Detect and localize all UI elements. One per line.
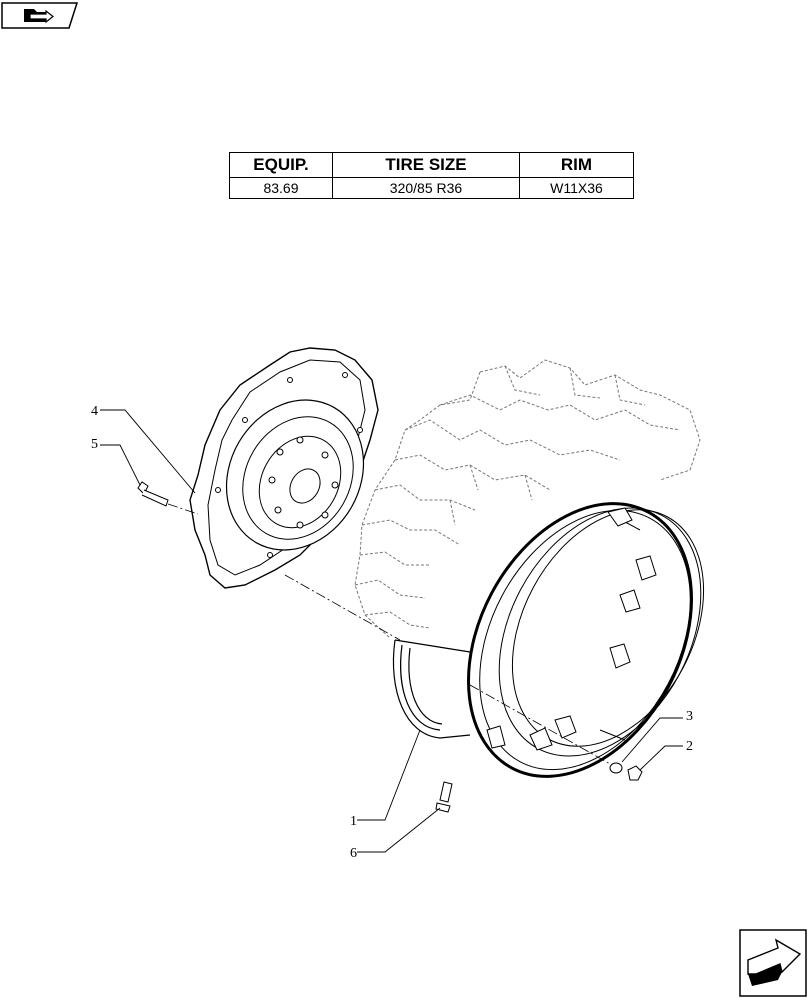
assembly-lines [167,503,613,766]
callout-6: 6 [350,846,357,861]
header-equip: EQUIP. [229,152,333,178]
bolt [137,481,169,507]
valve-stem [435,781,453,813]
callout-1: 1 [350,814,357,829]
rim [467,502,705,778]
folder-arrow-icon [24,9,54,24]
cell-rim: W11X36 [519,177,634,199]
callout-3: 3 [686,709,693,724]
rim-lugs [486,507,657,751]
spec-table-row: 83.69 320/85 R36 W11X36 [229,177,634,199]
disc-bolt-holes [215,372,363,558]
cell-tire-size: 320/85 R36 [332,177,520,199]
tire-phantom [354,359,701,639]
callout-4: 4 [91,404,98,419]
wheel-center-disc [189,347,379,589]
next-page-button[interactable] [738,928,808,998]
callout-2: 2 [686,739,693,754]
spec-table-header-row: EQUIP. TIRE SIZE RIM [229,152,634,178]
leader-lines [100,409,683,853]
nut [627,765,643,781]
spec-table: EQUIP. TIRE SIZE RIM 83.69 320/85 R36 W1… [229,152,634,199]
callout-5: 5 [91,437,98,452]
header-rim: RIM [519,152,634,178]
previous-page-tab[interactable] [0,0,80,30]
washer [609,762,623,774]
tire-lower [392,639,471,739]
next-page-arrow-icon [747,938,802,986]
header-tire-size: TIRE SIZE [332,152,520,178]
cell-equip: 83.69 [229,177,333,199]
